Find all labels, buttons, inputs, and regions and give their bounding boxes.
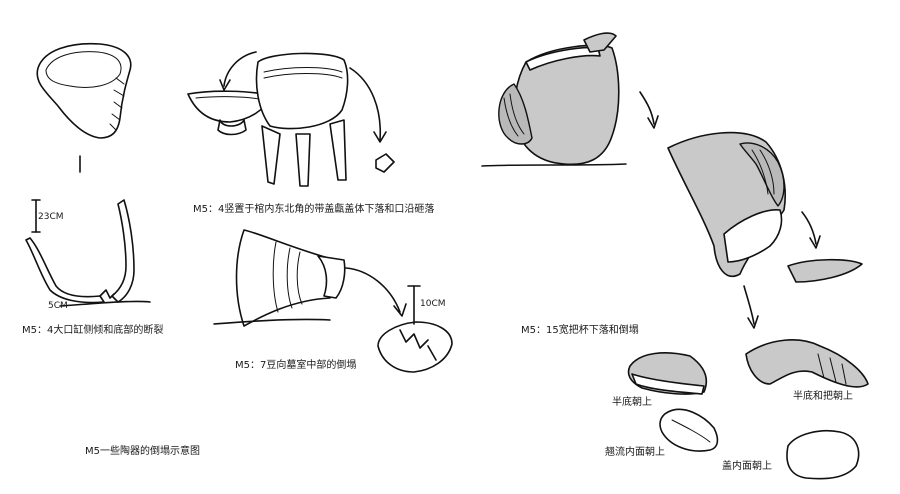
jar-broken-profile [25,199,151,307]
tripod-caption: M5：4竖置于棺内东北角的带盖甗盖体下落和口沿砸落 [193,204,435,215]
tripod-steamer [187,51,395,187]
cup-caption: M5：15宽把杯下落和倒塌 [521,325,639,336]
cup-falling [667,131,863,329]
jar-dimension-5cm: 5CM [48,301,68,311]
arrow-1 [639,91,655,125]
arrow-1-head [647,115,659,129]
fragments-bottom [627,339,869,480]
cup-upright [481,32,627,167]
fragment-label-half-base-handle: 半底和把朝上 [793,391,853,402]
jar-rim-sketch [36,42,132,139]
fragment-label-lid: 盖内面朝上 [722,461,772,472]
jar-caption: M5：4大口缸侧倾和底部的断裂 [22,325,164,336]
dou-vessel [213,229,453,373]
main-title: M5一些陶器的倒塌示意图 [85,446,200,457]
dou-dimension-10cm: 10CM [420,299,446,309]
fragment-label-half-base: 半底朝上 [612,397,652,408]
fragment-label-spout: 翘流内面朝上 [605,447,665,458]
jar-dimension-23cm: 23CM [38,212,64,222]
dou-caption: M5：7豆向墓室中部的倒塌 [235,360,357,371]
